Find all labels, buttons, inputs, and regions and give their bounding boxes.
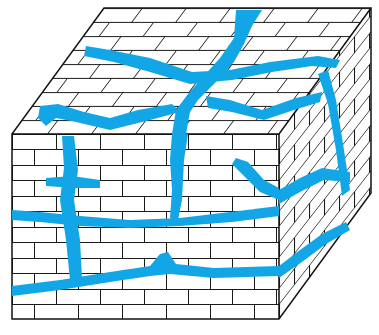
brick-cube-diagram bbox=[0, 0, 379, 335]
